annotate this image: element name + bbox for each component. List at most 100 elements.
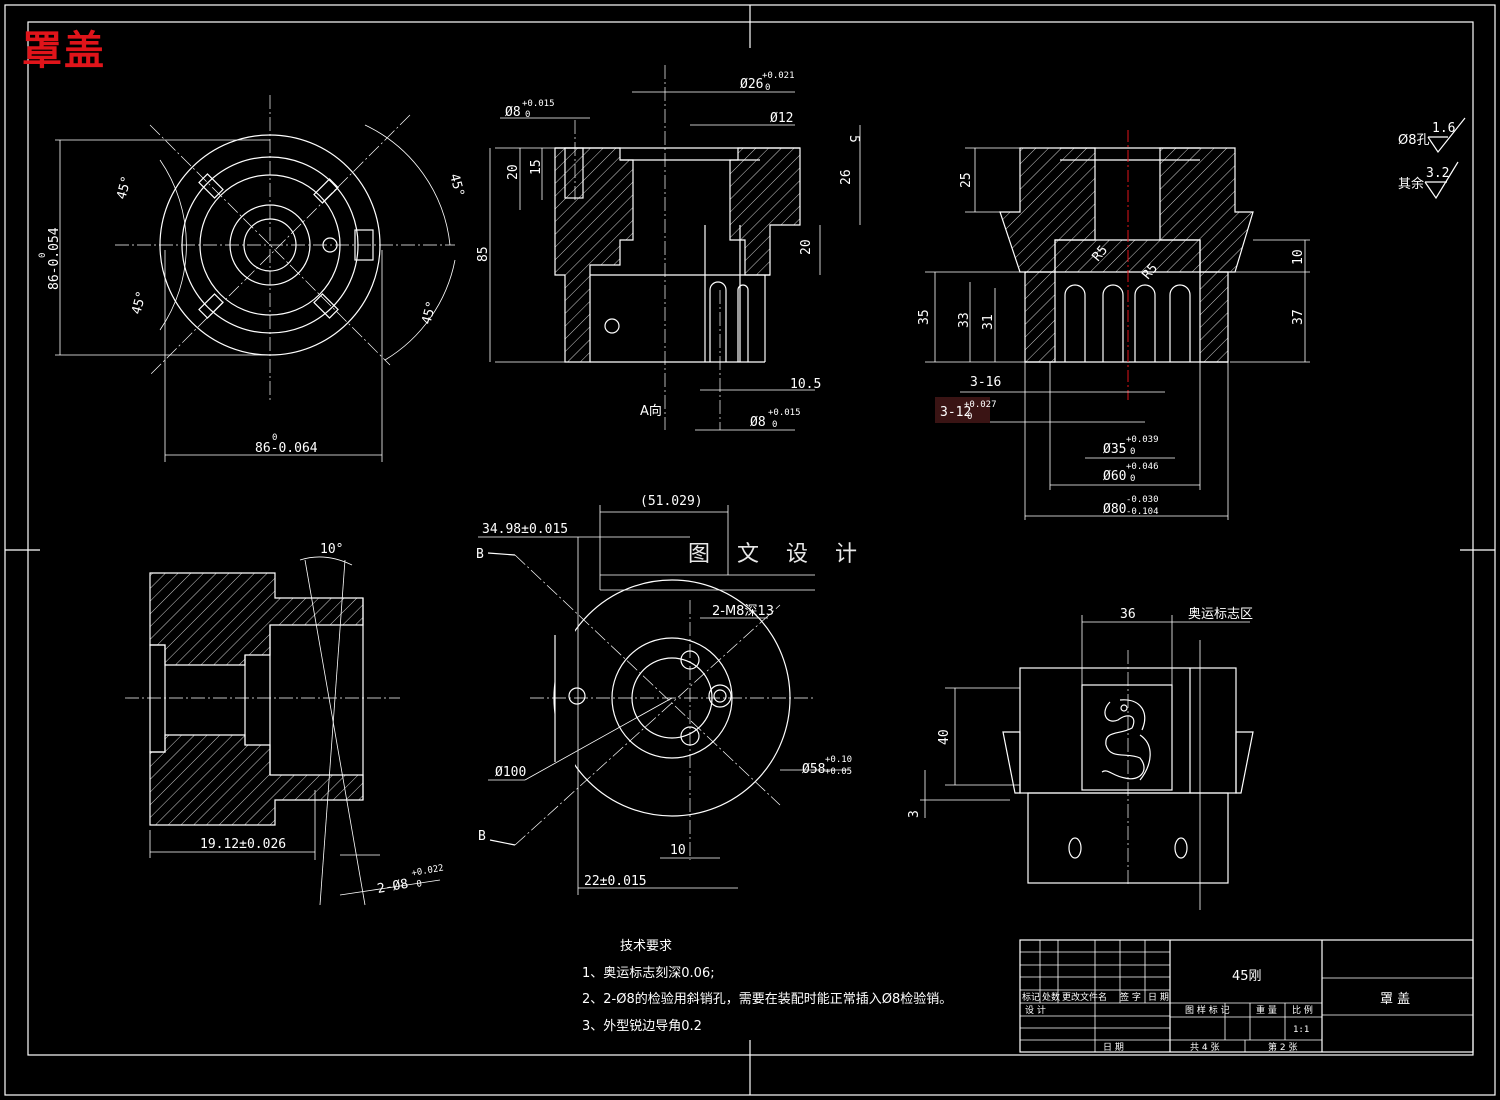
dim-10-mid: 10 [670,843,686,858]
section-b-bot: B [478,829,486,844]
tb-scale: 1:1 [1293,1025,1309,1035]
dim-dia60-tol-top: +0.046 [1126,462,1159,472]
dim-dia58-tol-top: +0.10 [825,755,852,765]
dim-dia8-bot-tol-top: +0.015 [768,408,801,418]
tb-material: 45刚 [1232,969,1262,984]
dim-36: 36 [1120,607,1136,622]
tb-stage-3: 比 例 [1292,1004,1313,1016]
section-b-top: B [476,547,484,562]
dim-dia80: Ø80 [1103,502,1126,517]
tb-sheet-no: 第 2 张 [1268,1041,1297,1053]
angle-label-4: 45° [419,299,440,326]
dim-85: 85 [476,246,491,262]
dim-pin-tol-bot: 0 [416,879,423,890]
dim-pin: 2-Ø8 [376,877,409,897]
dim-5: 5 [846,135,861,143]
view-top-mid: Ø26 +0.021 0 Ø12 Ø8 +0.015 0 20 15 85 5 … [476,65,861,431]
tb-stage-2: 重 量 [1256,1004,1277,1016]
dim-37: 37 [1291,309,1306,325]
dim-34-98: 34.98±0.015 [482,522,568,537]
dim-horizontal: 86-0.064 [255,441,318,456]
dim-3-12-tol-top: +0.027 [964,400,997,410]
dim-dia8-top: Ø8 [505,105,521,120]
tech-req-item-3: 3、外型锐边导角0.2 [582,1019,702,1034]
angle-label-3: 45° [129,289,150,316]
roughness-notes: Ø8孔 1.6 其余 3.2 [1398,117,1466,200]
olympic-logo-area [1101,699,1151,781]
dim-dia58: Ø58 [802,762,825,777]
roughness-hole-label: Ø8孔 [1398,133,1430,148]
dim-dia12: Ø12 [770,111,793,126]
dim-51: (51.029) [640,494,703,509]
technical-requirements: 技术要求 1、奥运标志刻深0.06; 2、2-Ø8的检验用斜销孔，需要在装配时能… [582,939,952,1034]
view-top-left: 86-0.054 0 86-0.064 0 45° 45° 45° 45° [38,95,467,462]
dim-angle-10: 10° [320,542,343,557]
tb-stage-1: 图 样 标 记 [1185,1004,1230,1016]
tb-header-1: 标记 [1022,991,1040,1003]
centering-marks [5,5,1495,1095]
dim-dia8-bot: Ø8 [750,415,766,430]
roughness-rest-symbol [1424,161,1459,200]
watermark: 图 文 设 计 [688,542,867,567]
roughness-rest-value: 3.2 [1426,166,1449,181]
tb-header-3: 更改文件名 [1062,991,1107,1003]
dim-dia26-tol-top: +0.021 [762,71,795,81]
highlight-3-12 [935,397,990,423]
dim-horizontal-sup: 0 [272,433,277,443]
tb-header-2: 处数 [1042,991,1060,1003]
tb-total-sheets: 共 4 张 [1190,1042,1219,1053]
dim-31: 31 [981,314,996,330]
view-bottom-right: 36 奥运标志区 40 3 [907,607,1254,910]
dim-pin-tol-top: +0.022 [411,863,445,878]
tech-req-item-2: 2、2-Ø8的检验用斜销孔，需要在装配时能正常插入Ø8检验销。 [582,991,952,1007]
tb-date: 日 期 [1103,1042,1124,1053]
dim-15: 15 [529,159,544,175]
dim-35: 35 [917,309,932,325]
dim-dia26-tol-bot: 0 [765,83,770,93]
dim-dia8-top-tol-top: +0.015 [522,99,555,109]
angle-label-1: 45° [114,174,135,201]
dim-dia60-tol-bot: 0 [1130,474,1135,484]
angle-label-2: 45° [446,172,467,199]
dim-dia26: Ø26 [740,77,763,92]
dim-dia35-tol-top: +0.039 [1126,435,1159,445]
brand-title: 罩盖 [22,28,106,74]
tb-header-5: 日 期 [1148,992,1169,1003]
logo-area-label: 奥运标志区 [1188,607,1253,622]
view-bottom-mid: (51.029) 34.98±0.015 B B 2-M8深13 Ø100 Ø5… [476,494,852,895]
dim-dia35: Ø35 [1103,442,1126,457]
dim-dia80-tol-top: -0.030 [1126,495,1159,505]
dim-dia100: Ø100 [495,765,526,780]
dim-vertical: 86-0.054 [47,227,62,290]
dim-3-16: 3-16 [970,375,1001,390]
tech-req-title: 技术要求 [620,939,672,954]
dim-10: 10 [1291,249,1306,265]
dim-26: 26 [839,169,854,185]
dim-3-12: 3-12 [940,405,971,420]
dim-dia58-tol-bot: +0.05 [825,767,852,777]
roughness-hole-value: 1.6 [1432,121,1455,136]
tb-part-name: 罩 盖 [1380,992,1410,1007]
roughness-rest-label: 其余 [1398,176,1424,192]
dim-10-5: 10.5 [790,377,821,392]
dim-25: 25 [959,172,974,188]
dim-dia8-top-tol-bot: 0 [525,110,530,120]
dim-20b: 20 [799,239,814,255]
dim-3-12-tol-bot: 0 [967,412,972,422]
dim-dia80-tol-bot: -0.104 [1126,507,1159,517]
view-top-right: 25 35 33 31 10 37 R5 R5 3-16 3-12 +0.027… [917,130,1310,520]
dim-dia35-tol-bot: 0 [1130,447,1135,457]
dim-20: 20 [506,164,521,180]
view-label-a: A向 [640,403,662,419]
dim-19-12: 19.12±0.026 [200,837,286,852]
dim-vertical-sup: 0 [38,253,48,258]
dim-22: 22±0.015 [584,874,647,889]
dim-40: 40 [937,729,952,745]
dim-3: 3 [907,810,922,818]
title-block: 标记 处数 更改文件名 签 字 日 期 设 计 日 期 45刚 图 样 标 记 … [1019,939,1474,1053]
view-bottom-left: 10° 19.12±0.026 2-Ø8 +0.022 0 [125,542,445,906]
tech-req-item-1: 1、奥运标志刻深0.06; [582,966,715,981]
tb-header-4: 签 字 [1120,991,1141,1003]
dim-33: 33 [957,312,972,328]
